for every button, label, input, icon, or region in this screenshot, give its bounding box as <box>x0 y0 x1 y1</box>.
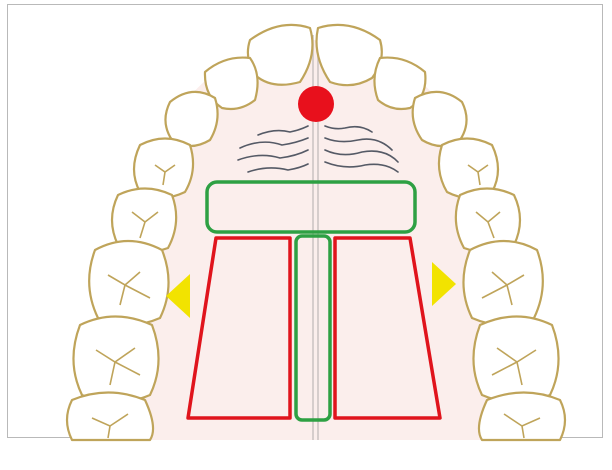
tooth-molar1-left <box>89 241 168 325</box>
tooth-molar2-left <box>73 317 158 403</box>
red-dot-icon <box>298 86 334 122</box>
tooth-canine-right <box>413 92 467 146</box>
tooth-molar3-left <box>67 393 153 441</box>
tooth-central-incisor-right <box>317 25 382 85</box>
tooth-molar3-right <box>479 393 565 441</box>
tooth-canine-left <box>165 92 217 146</box>
tooth-molar2-right <box>473 317 558 403</box>
tooth-molar1-right <box>463 241 542 325</box>
